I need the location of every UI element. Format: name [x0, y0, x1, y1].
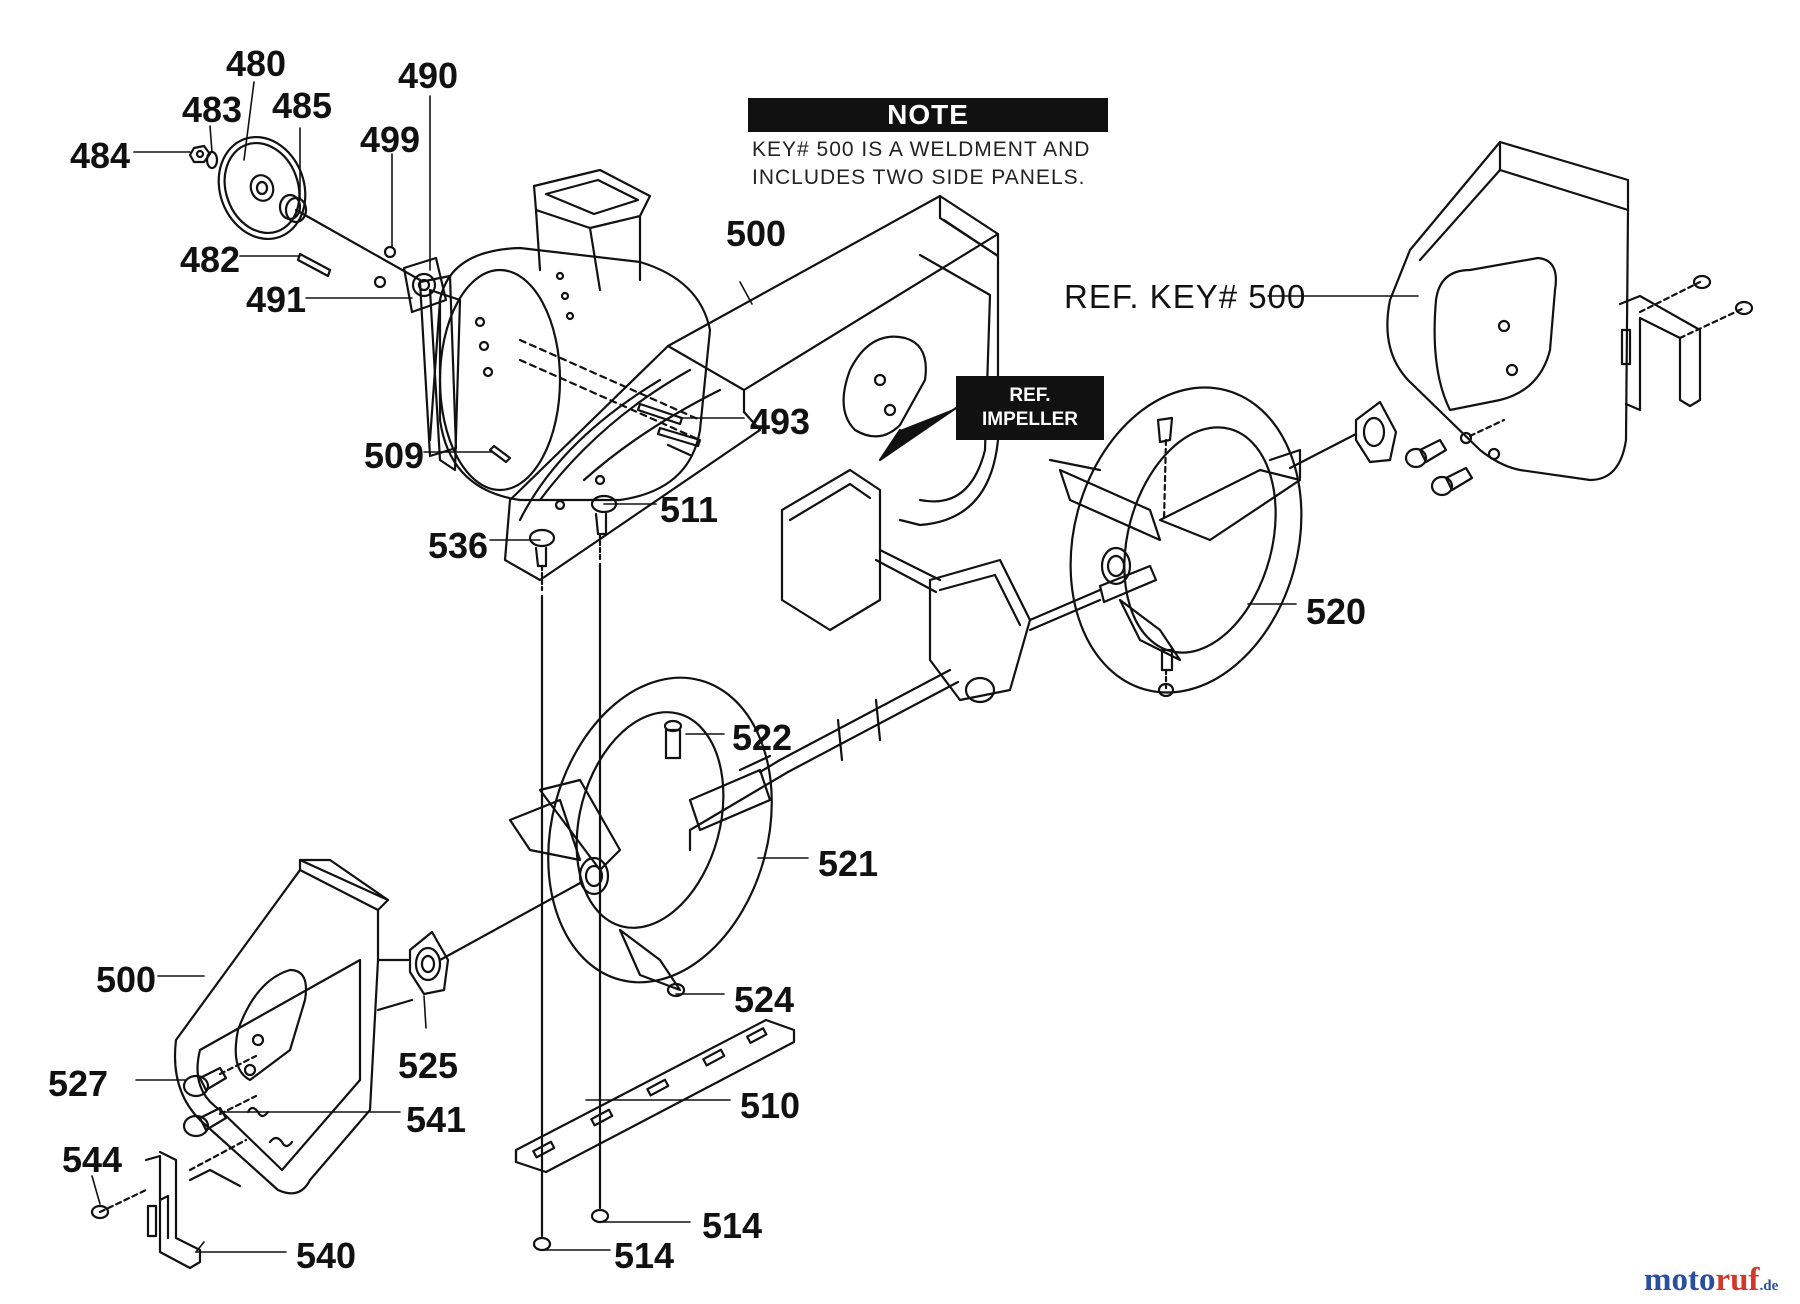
- shaft-line-left: [438, 880, 584, 962]
- bolts-527: [182, 1054, 258, 1138]
- springs-541: [246, 1106, 294, 1148]
- part-label-493: 493: [750, 401, 811, 442]
- part-label-511: 511: [660, 489, 719, 530]
- part-label-544: 544: [62, 1139, 123, 1180]
- auger-521: [508, 676, 773, 998]
- nut-483-484: [188, 144, 219, 170]
- impeller-callout: REF. IMPELLER: [956, 376, 1104, 440]
- pulley-480: [217, 135, 307, 241]
- blower-housing: [418, 168, 712, 502]
- bolt-499b: [373, 275, 387, 289]
- leader-lines: [91, 81, 1419, 1253]
- spacer-485: [278, 193, 308, 224]
- gearbox: [780, 468, 1032, 704]
- part-label-480: 480: [226, 43, 287, 84]
- bolts-493: [518, 338, 702, 457]
- note-header: NOTE: [748, 98, 1108, 132]
- key-482: [296, 252, 332, 278]
- impeller-pointer: [878, 406, 958, 462]
- nut-544: [90, 1204, 110, 1220]
- auger-520: [1048, 386, 1303, 698]
- part-label-536: 536: [428, 525, 489, 566]
- part-label-485: 485: [272, 85, 333, 126]
- part-label-541: 541: [406, 1099, 467, 1140]
- side-panel-500-left: [173, 858, 414, 1195]
- impeller-callout-line-2: IMPELLER: [981, 409, 1079, 430]
- bolt-509: [488, 444, 512, 464]
- part-label-499: 499: [360, 119, 421, 160]
- part-label-514-lower: 514: [614, 1235, 675, 1276]
- part-label-490: 490: [398, 55, 459, 96]
- watermark-part-1: moto: [1644, 1262, 1716, 1298]
- nut-514-upper: [590, 1208, 610, 1224]
- part-label-491: 491: [246, 279, 307, 320]
- bolt-511: [590, 494, 618, 562]
- watermark-logo: motoruf.de: [1644, 1262, 1778, 1299]
- ref-key-label: REF. KEY# 500: [1064, 278, 1307, 315]
- bearing-525: [408, 930, 450, 996]
- part-label-522: 522: [732, 717, 793, 758]
- watermark-part-2: ruf: [1715, 1262, 1760, 1298]
- auger-housing-500: [503, 194, 1000, 582]
- side-panel-500-right: [1288, 140, 1754, 497]
- scraper-bar-510: [514, 1018, 796, 1174]
- part-label-500-main: 500: [726, 213, 787, 254]
- impeller-callout-line-1: REF.: [1009, 385, 1051, 406]
- part-label-527: 527: [48, 1063, 109, 1104]
- skid-shoe-540: [144, 1138, 248, 1270]
- part-label-500-left: 500: [96, 959, 157, 1000]
- watermark-tld: .de: [1759, 1278, 1779, 1294]
- part-label-520: 520: [1306, 591, 1367, 632]
- bolt-536: [528, 528, 556, 592]
- part-label-509: 509: [364, 435, 425, 476]
- part-label-482: 482: [180, 239, 241, 280]
- part-label-483: 483: [182, 89, 243, 130]
- part-label-524: 524: [734, 979, 795, 1020]
- nut-514-lower: [532, 1236, 552, 1252]
- part-label-510: 510: [740, 1085, 801, 1126]
- part-label-525: 525: [398, 1045, 459, 1086]
- part-label-521: 521: [818, 843, 879, 884]
- note-text-line-2: INCLUDES TWO SIDE PANELS.: [752, 166, 1086, 189]
- auger-shaft: [688, 564, 1158, 852]
- part-label-540: 540: [296, 1235, 357, 1276]
- bolt-499: [383, 245, 397, 259]
- part-label-514-upper: 514: [702, 1205, 763, 1246]
- part-label-484: 484: [70, 135, 131, 176]
- note-text-line-1: KEY# 500 IS A WELDMENT AND: [752, 138, 1091, 161]
